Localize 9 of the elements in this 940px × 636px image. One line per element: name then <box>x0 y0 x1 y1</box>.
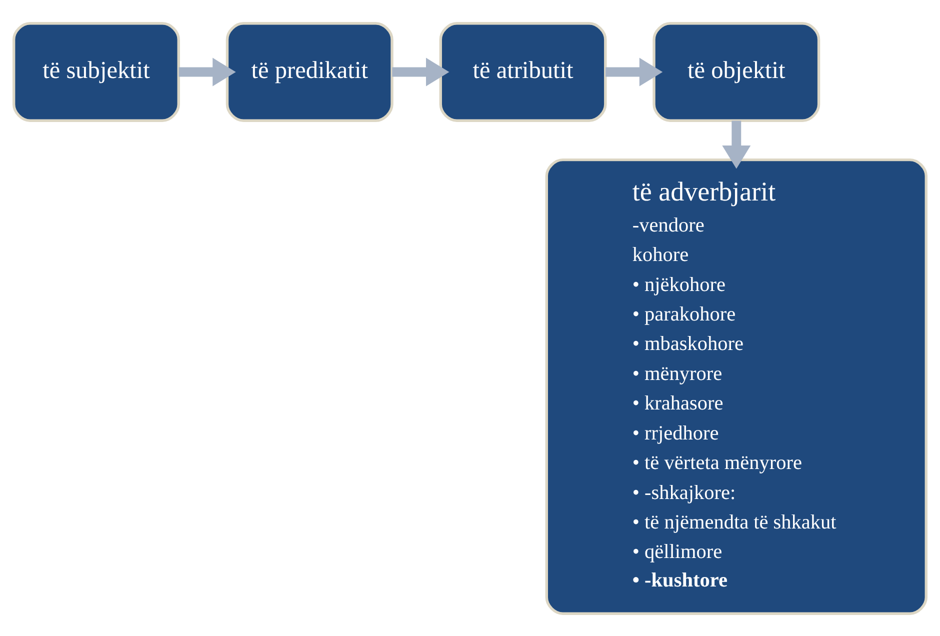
node-box: të objektit <box>652 22 820 122</box>
node-box: të predikatit <box>226 22 394 122</box>
node-box: të atributit <box>439 22 607 122</box>
node-box: të adverbjarit -vendore kohore • njëkohore • parakohore • mbaskohore • mënyrore • krahasore • rrjedhore • të vërteta mënyrore • -shkajkore: • të njëmendta të shkakut • qëllimore • -kushtore <box>545 158 928 614</box>
arrow <box>722 120 751 168</box>
node-box: të subjektit <box>12 22 180 122</box>
arrow <box>178 57 236 86</box>
arrow <box>606 57 663 86</box>
arrow <box>392 57 450 86</box>
